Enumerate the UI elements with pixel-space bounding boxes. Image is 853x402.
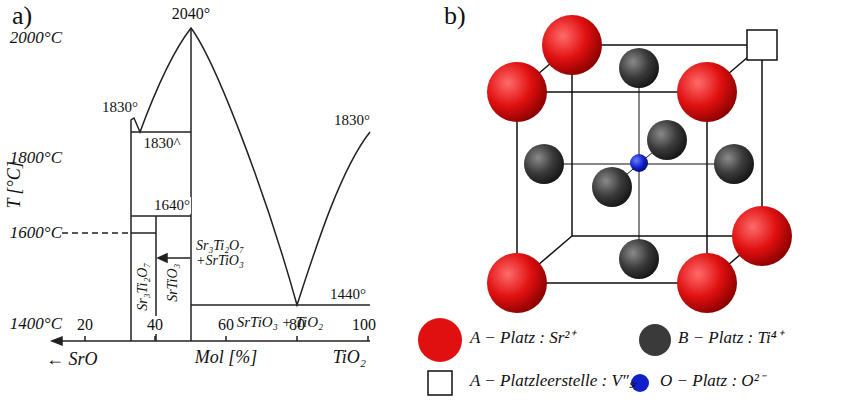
axis-tick-label: 2000°C <box>10 29 62 48</box>
phase-label: Sr₃Ti₂O₇ <box>136 263 151 311</box>
solidus-line <box>131 131 191 133</box>
sr-atom <box>732 206 792 266</box>
x-axis <box>52 340 370 342</box>
ti-atom <box>647 120 687 160</box>
solidus-line <box>131 232 156 234</box>
temperature-label: 2040° <box>172 5 210 23</box>
ti-atom <box>714 144 754 184</box>
phase-diagram <box>52 28 370 345</box>
dashed-line <box>62 232 131 234</box>
unit-cell <box>487 15 792 313</box>
phase-label: Sr₃Ti₂O₇ +SrTiO₃ <box>196 238 266 269</box>
panel-letter: b) <box>444 2 466 31</box>
legend-swatch <box>631 374 649 392</box>
panel-letter: a) <box>12 2 32 31</box>
ti-atom <box>592 167 632 207</box>
legend-swatch-box <box>426 369 454 397</box>
axis-title: TiO₂ <box>333 348 366 368</box>
legend-text: O − Platz : O²⁻ <box>660 372 765 391</box>
solidus-line <box>131 215 191 217</box>
liquidus-curve <box>131 28 370 341</box>
sr-atom <box>487 253 547 313</box>
ti-atom <box>619 239 659 279</box>
axis-ticks <box>85 336 368 341</box>
sr-atom <box>677 62 737 122</box>
sr-atom <box>542 15 602 75</box>
axis-tick-label: 1600°C <box>10 224 62 243</box>
vacancy-square <box>747 30 777 60</box>
temperature-label: 1830° <box>101 99 139 116</box>
axis-tick-label: 40 <box>146 316 164 334</box>
cube-edge <box>517 45 762 283</box>
axis-title: T [°C] <box>5 161 25 208</box>
legend-swatch-box <box>637 322 673 358</box>
phase-label: SrTiO₃ <box>166 264 181 302</box>
legend-text: B − Platz : Ti⁴⁺ <box>678 329 783 348</box>
arrow-head <box>158 254 167 262</box>
cube-edge <box>572 45 762 236</box>
temperature-label: 1440° <box>329 286 367 303</box>
axis-title: ← SrO <box>46 350 98 370</box>
phase-label: SrTiO₃ + TiO₂ <box>237 314 323 331</box>
temperature-label: 1640° <box>153 197 191 214</box>
axis-tick-label: 20 <box>77 316 93 334</box>
legend-text: A − Platzleerstelle : V″ₛᵣ <box>470 372 638 391</box>
temperature-label: 1830° <box>333 112 371 129</box>
legend-swatch-box <box>416 316 464 364</box>
ti-atom <box>524 144 564 184</box>
phase-boundary <box>190 28 192 341</box>
axis-title: Mol [%] <box>195 348 258 368</box>
cube-edge <box>517 92 707 283</box>
axis-tick-label: 60 <box>218 316 234 334</box>
sr-atom <box>487 62 547 122</box>
eutectic-line <box>191 304 370 306</box>
legend-swatch <box>639 324 671 356</box>
o-atom <box>630 154 648 172</box>
ti-atom <box>619 48 659 88</box>
legend-swatch <box>418 318 462 362</box>
sr-atom <box>677 253 737 313</box>
legend-text: A − Platz : Sr²⁺ <box>470 329 575 348</box>
axis-tick-label: 100 <box>352 316 376 334</box>
vacancy-swatch <box>428 371 452 395</box>
axis-tick-label: 1400°C <box>10 315 62 334</box>
axis-tick-label: 80 <box>289 316 305 334</box>
axis-arrow <box>52 337 62 345</box>
temperature-label: 1830^ <box>142 135 181 152</box>
